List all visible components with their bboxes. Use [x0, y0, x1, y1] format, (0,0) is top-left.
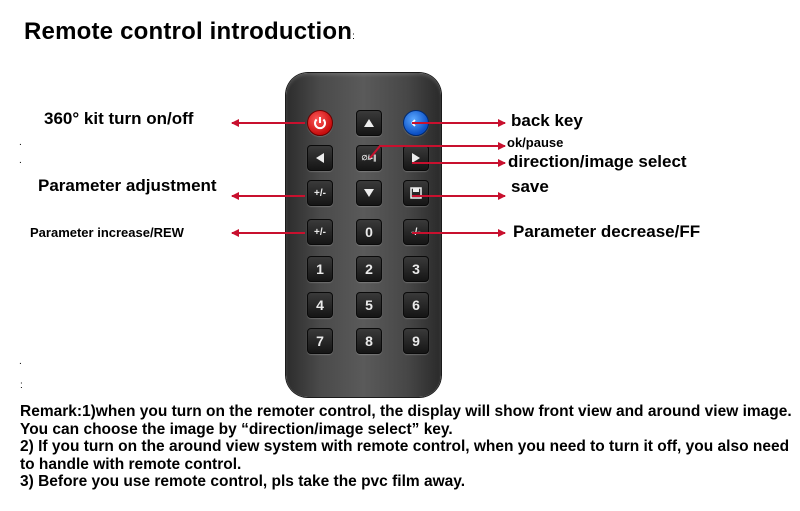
label-param-increase: Parameter increase/REW [30, 225, 184, 240]
remark-1: Remark:1)when you turn on the remoter co… [20, 403, 792, 438]
remark-2: 2) If you turn on the around view system… [20, 438, 790, 473]
digit-8-button: 8 [356, 328, 382, 354]
label-param-adjust: Parameter adjustment [38, 176, 217, 195]
up-button [356, 110, 382, 136]
ok-pause-icon: ∅/▸∥ [361, 155, 377, 162]
down-button [356, 180, 382, 206]
digit-1-button: 1 [307, 256, 333, 282]
stray-mark: . [19, 356, 22, 367]
power-icon [314, 117, 326, 130]
label-ok: ok/pause [507, 135, 564, 150]
stray-mark: . [19, 137, 22, 148]
digit-7-button: 7 [307, 328, 333, 354]
arrow-left-icon [316, 153, 324, 163]
save-button [403, 180, 429, 206]
parameter-increase-button: +/- [307, 219, 333, 245]
remark-3: 3) Before you use remote control, pls ta… [20, 473, 466, 490]
label-power: 360° kit turn on/off [44, 109, 194, 128]
right-button [403, 145, 429, 171]
label-direction: direction/image select [508, 152, 687, 171]
label-save: save [511, 177, 549, 196]
digit-5-button: 5 [356, 292, 382, 318]
digit-2-button: 2 [356, 256, 382, 282]
arrow-right-icon [412, 153, 420, 163]
remark-block: Remark:1)when you turn on the remoter co… [20, 403, 795, 491]
stray-mark: . [19, 155, 22, 166]
label-param-decrease: Parameter decrease/FF [513, 222, 701, 241]
remote-control: ∅/▸∥ +/- +/- 0 -/- 1 2 3 4 5 6 7 8 9 [286, 73, 441, 397]
digit-9-button: 9 [403, 328, 429, 354]
arrow-down-icon [364, 189, 374, 197]
save-icon [410, 187, 422, 199]
arrow-up-icon [364, 119, 374, 127]
page-title: Remote control introduction: [24, 18, 356, 45]
stray-mark: : [20, 380, 23, 391]
digit-4-button: 4 [307, 292, 333, 318]
power-button [307, 110, 333, 136]
parameter-adjust-button: +/- [307, 180, 333, 206]
digit-6-button: 6 [403, 292, 429, 318]
digit-3-button: 3 [403, 256, 429, 282]
left-button [307, 145, 333, 171]
label-back: back key [511, 111, 583, 130]
digit-0-button: 0 [356, 219, 382, 245]
arrow-ok [369, 142, 506, 159]
